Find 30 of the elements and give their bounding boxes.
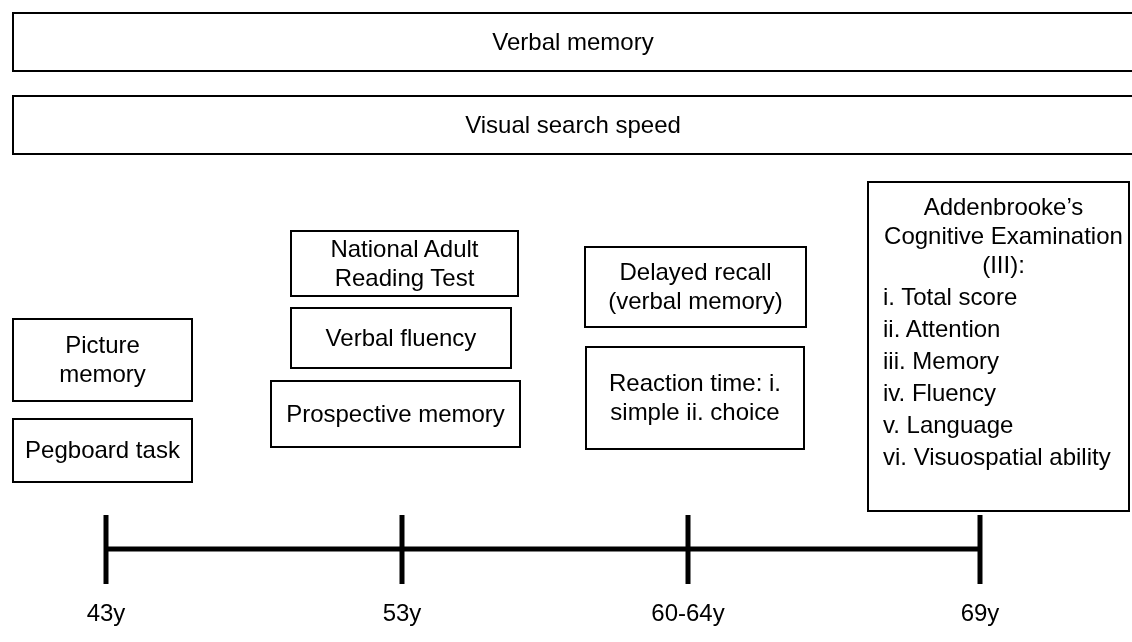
test-box <box>290 230 519 297</box>
test-label: Reaction time: i. simple ii. choice <box>607 369 783 427</box>
test-box <box>270 380 521 448</box>
test-box <box>585 346 805 450</box>
age-label: 53y <box>382 599 422 627</box>
range-bar <box>12 12 1132 72</box>
test-label: Delayed recall (verbal memory) <box>607 258 784 316</box>
test-box <box>12 318 193 402</box>
test-label: Verbal memory <box>492 27 654 57</box>
test-label: Prospective memory <box>286 399 505 429</box>
range-bar <box>12 95 1132 155</box>
test-label: Visual search speed <box>465 110 681 140</box>
list-item: iv. Fluency <box>883 378 997 409</box>
test-label: Verbal fluency <box>325 323 477 353</box>
test-label: National Adult Reading Test <box>329 234 480 293</box>
list-item: ii. Attention <box>883 314 1002 345</box>
list-item: i. Total score <box>883 282 1019 313</box>
test-label: Picture memory <box>58 331 147 389</box>
test-label: Pegboard task <box>25 436 180 465</box>
age-label: 60-64y <box>651 599 725 627</box>
test-box <box>12 418 193 483</box>
age-label: 43y <box>86 599 126 627</box>
list-item: v. Language <box>883 410 1015 440</box>
test-box <box>584 246 807 328</box>
test-box <box>290 307 512 369</box>
test-heading: Addenbrooke’s Cognitive Examination (III): <box>883 193 1124 280</box>
list-item: iii. Memory <box>883 346 1000 377</box>
list-item: vi. Visuospatial ability <box>883 441 1112 472</box>
age-label: 69y <box>960 599 1000 627</box>
test-box <box>867 181 1130 512</box>
